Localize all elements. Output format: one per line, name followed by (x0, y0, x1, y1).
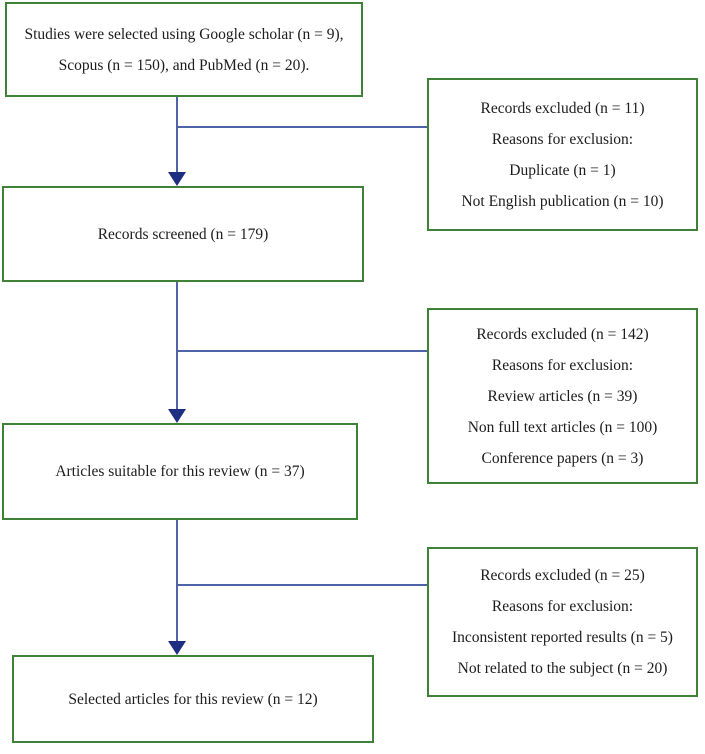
box-text-line: Reasons for exclusion: (491, 356, 634, 374)
box-text-line: Not related to the subject (n = 20) (457, 660, 668, 677)
box-study-sources: Studies were selected using Google schol… (5, 2, 363, 97)
box-text-line: Review articles (n = 39) (487, 387, 638, 405)
box-text-line: Articles suitable for this review (n = 3… (55, 463, 305, 480)
box-text-line: Studies were selected using Google schol… (24, 25, 344, 43)
connector-branch-2 (177, 350, 427, 352)
box-articles-selected: Selected articles for this review (n = 1… (12, 655, 374, 743)
box-records-screened: Records screened (n = 179) (2, 186, 364, 282)
box-articles-suitable: Articles suitable for this review (n = 3… (2, 423, 358, 520)
box-text-line: Records screened (n = 179) (97, 225, 269, 243)
connector-vertical-1 (176, 97, 178, 174)
box-text-line: Conference papers (n = 3) (481, 449, 644, 467)
box-text-line: Reasons for exclusion: (491, 598, 634, 615)
box-text-line: Duplicate (n = 1) (509, 161, 616, 179)
arrow-down-icon (168, 641, 186, 655)
box-records-excluded-1: Records excluded (n = 11) Reasons for ex… (427, 78, 698, 231)
box-text-line: Scopus (n = 150), and PubMed (n = 20). (58, 56, 310, 74)
box-records-excluded-2: Records excluded (n = 142) Reasons for e… (427, 308, 698, 484)
box-text-line: Records excluded (n = 25) (480, 567, 645, 584)
connector-vertical-3 (176, 520, 178, 643)
box-text-line: Records excluded (n = 142) (476, 325, 649, 343)
arrow-down-icon (168, 172, 186, 186)
arrow-down-icon (168, 409, 186, 423)
box-text-line: Selected articles for this review (n = 1… (68, 690, 318, 708)
connector-vertical-2 (176, 282, 178, 411)
connector-branch-1 (177, 126, 427, 128)
box-records-excluded-3: Records excluded (n = 25) Reasons for ex… (427, 547, 698, 697)
box-text-line: Reasons for exclusion: (491, 130, 634, 148)
box-text-line: Inconsistent reported results (n = 5) (452, 629, 673, 646)
connector-branch-3 (177, 584, 427, 586)
box-text-line: Non full text articles (n = 100) (467, 418, 658, 436)
box-text-line: Not English publication (n = 10) (461, 192, 664, 210)
box-text-line: Records excluded (n = 11) (480, 99, 645, 117)
